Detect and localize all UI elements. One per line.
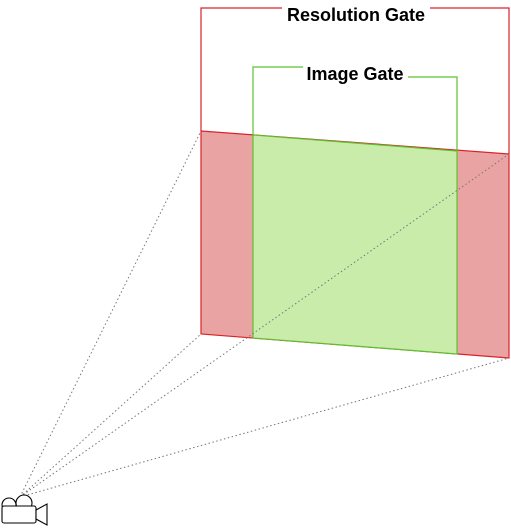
image-gate-bracket [252, 66, 458, 151]
resolution-gate-bracket [200, 7, 510, 154]
camera-frustum-lines [19, 130, 510, 498]
frustum-line-bottom-right [19, 357, 510, 498]
frustum-line-bottom-left [19, 333, 202, 498]
image-gate-plane [252, 134, 458, 355]
image-gate-label: Image Gate [306, 64, 403, 84]
resolution-gate-label: Resolution Gate [287, 5, 425, 25]
frustum-line-top-left [19, 130, 202, 498]
camera-icon [1, 494, 48, 526]
